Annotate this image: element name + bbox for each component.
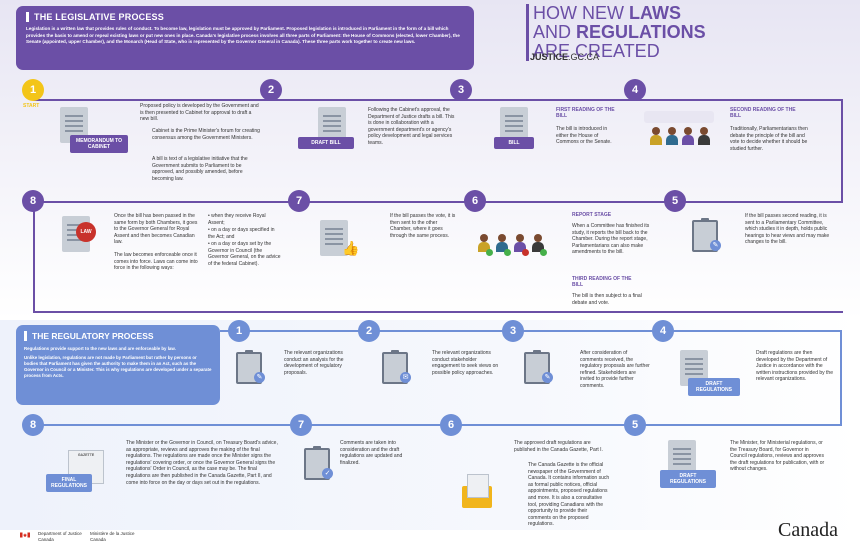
checkmark-icon: ✓ [322, 468, 333, 479]
leg-step1-bill: A bill is text of a legislative initiati… [152, 156, 248, 182]
leg-step8-way2: • on a day or days specified in the Act;… [208, 227, 275, 240]
bill-tag: BILL [494, 137, 534, 149]
leg-step5-text: If the bill passes second reading, it is… [745, 213, 830, 246]
canada-wordmark: Canada [778, 519, 838, 541]
leg-step-2: 2 [260, 79, 282, 101]
checkmark-icon [504, 249, 511, 256]
leg-step-7: 7 [288, 190, 310, 212]
start-label: START [23, 103, 40, 109]
legislative-heading: THE LEGISLATIVE PROCESS [26, 12, 464, 22]
clipboard-icon [524, 350, 550, 384]
reg-line-row2 [33, 424, 842, 426]
leg-line-right [841, 99, 843, 201]
site-url[interactable]: JUSTICE.GC.CA [530, 52, 600, 62]
reg-step6-gazette: The Canada Gazette is the official newsp… [528, 462, 610, 528]
leg-step8-force: The law becomes enforceable once it come… [114, 252, 198, 272]
regulatory-intro-1: Regulations provide support to the new l… [24, 346, 176, 351]
leg-step8-way1: • when they receive Royal Assent; [208, 213, 266, 226]
reg-step8-text: The Minister or the Governor in Council,… [126, 440, 278, 486]
leg-step7-text: If the bill passes the vote, it is then … [390, 213, 456, 239]
pencil-icon: ✎ [710, 240, 721, 251]
leg-line-left [33, 201, 35, 313]
reg-step-5: 5 [624, 414, 646, 436]
leg-step4-text: Traditionally, Parliamentarians then deb… [730, 126, 808, 152]
leg-line-row2 [33, 201, 843, 203]
third-reading-heading: THIRD READING OF THE BILL [572, 276, 632, 288]
canada-flag-icon [20, 532, 30, 538]
reg-step-1: 1 [228, 320, 250, 342]
leg-line-bottom [33, 311, 843, 313]
vote-document-icon [320, 220, 348, 256]
reg-step1-text: The relevant organizations conduct an an… [284, 350, 344, 376]
person-icon [682, 127, 694, 145]
leg-step8-way3: • on a day or days set by the Governor i… [208, 241, 281, 267]
envelope-gazette-icon [462, 474, 492, 508]
draft-regulations-tag: DRAFT REGULATIONS [660, 470, 716, 488]
draft-regulations-tag: DRAFT REGULATIONS [688, 378, 740, 396]
leg-step-5: 5 [664, 190, 686, 212]
reg-step-7: 7 [290, 414, 312, 436]
person-icon [650, 127, 662, 145]
person-icon [514, 234, 526, 252]
person-icon [532, 234, 544, 252]
cross-icon [522, 249, 529, 256]
reg-step4-text: Draft regulations are then developed by … [756, 350, 833, 383]
person-icon [666, 127, 678, 145]
final-regulations-tag: FINAL REGULATIONS [46, 474, 92, 492]
reg-line-right [840, 330, 842, 424]
leg-step6-third: The bill is then subject to a final deba… [572, 293, 642, 306]
leg-step-3: 3 [450, 79, 472, 101]
reg-step3-text: After consideration of comments received… [580, 350, 650, 389]
leg-step1-text: Proposed policy is developed by the Gove… [140, 103, 259, 123]
speech-bubble-icon [644, 111, 714, 123]
leg-step2-text: Following the Cabinet's approval, the De… [368, 107, 455, 146]
report-stage-heading: REPORT STAGE [572, 212, 612, 218]
reg-step-3: 3 [502, 320, 524, 342]
reg-step-4: 4 [652, 320, 674, 342]
reg-step5-text: The Minister, for Ministerial regulation… [730, 440, 825, 473]
thumbs-up-icon: 👍 [342, 240, 360, 256]
reg-line-row1 [220, 330, 842, 332]
reg-step6-text: The approved draft regulations are publi… [514, 440, 603, 453]
leg-step-1: 1 [22, 79, 44, 101]
person-icon [478, 234, 490, 252]
person-icon [698, 127, 710, 145]
reg-step-8: 8 [22, 414, 44, 436]
leg-step8-text: Once the bill has been passed in the sam… [114, 213, 198, 246]
reg-step-6: 6 [440, 414, 462, 436]
memorandum-tag: MEMORANDUM TO CABINET [70, 135, 128, 153]
leg-step-8: 8 [22, 190, 44, 212]
chat-icon: ✉ [400, 372, 411, 383]
clipboard-icon [382, 350, 408, 384]
legislative-intro: Legislation is a written law that provid… [26, 26, 460, 44]
pencil-icon: ✎ [254, 372, 265, 383]
page-title: HOW NEW LAWS AND REGULATIONS ARE CREATED [526, 4, 706, 61]
leg-step-4: 4 [624, 79, 646, 101]
checkmark-icon [486, 249, 493, 256]
first-reading-heading: FIRST READING OF THE BILL [556, 107, 615, 119]
clipboard-icon [692, 218, 718, 252]
reg-step2-text: The relevant organizations conduct stake… [432, 350, 499, 376]
reg-step-2: 2 [358, 320, 380, 342]
reg-step7-text: Comments are taken into consideration an… [340, 440, 403, 466]
regulatory-heading: THE REGULATORY PROCESS [24, 331, 212, 341]
pencil-icon: ✎ [542, 372, 553, 383]
second-reading-heading: SECOND READING OF THE BILL [730, 107, 796, 119]
person-icon [496, 234, 508, 252]
regulatory-intro-2: Unlike legislation, regulations are not … [24, 355, 212, 378]
regulatory-intro-box: THE REGULATORY PROCESS Regulations provi… [16, 325, 220, 405]
checkmark-icon [540, 249, 547, 256]
leg-step6-text: When a Committee has finished its study,… [572, 223, 650, 256]
leg-step1-cabinet: Cabinet is the Prime Minister's forum fo… [152, 128, 260, 141]
draft-bill-tag: DRAFT BILL [298, 137, 354, 149]
law-seal-icon: LAW [76, 222, 96, 242]
leg-line-row1 [33, 99, 843, 101]
leg-step3-text: The bill is introduced in either the Hou… [556, 126, 612, 146]
leg-step-6: 6 [464, 190, 486, 212]
legislative-intro-box: THE LEGISLATIVE PROCESS Legislation is a… [16, 6, 474, 70]
